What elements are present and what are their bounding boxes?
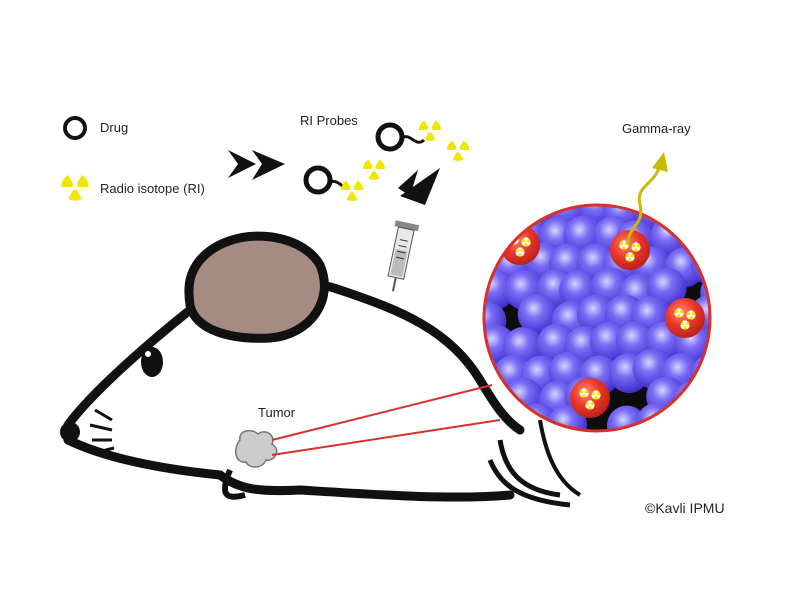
tumor-cell [665, 298, 705, 338]
tumor-icon [235, 429, 278, 468]
radiation-icon [515, 247, 525, 257]
radiation-icon [680, 320, 690, 330]
right-arrow-icon [228, 150, 285, 180]
tumor-cell [570, 378, 610, 418]
ear [184, 231, 329, 343]
legend-drug-label: Drug [100, 120, 129, 135]
cell [547, 405, 588, 431]
cell [490, 205, 531, 230]
zoom-line [271, 419, 501, 456]
radiation-icon [521, 237, 531, 247]
zoom-line [271, 384, 493, 441]
radiation-icon [686, 310, 696, 320]
cell [704, 214, 710, 255]
cell [484, 205, 505, 231]
down-arrow-icon [398, 168, 440, 205]
drug-ring-icon [63, 116, 87, 140]
gamma-label: Gamma-ray [622, 121, 691, 136]
cell [686, 407, 710, 431]
radiation-icon [631, 242, 641, 252]
credit: ©Kavli IPMU [645, 500, 725, 516]
gamma-ray-arrow-icon [652, 152, 668, 172]
cell [685, 205, 710, 230]
tumor-cell [500, 225, 540, 265]
mouse [60, 231, 582, 508]
tumor-label: Tumor [258, 405, 296, 420]
radiation-icon [61, 173, 89, 201]
probes-label: RI Probes [300, 113, 358, 128]
radiation-icon [674, 308, 684, 318]
cell [691, 354, 710, 395]
radiation-icon [625, 252, 635, 262]
cell [706, 379, 710, 420]
ri-probe-icon [375, 119, 469, 161]
ri-probe-icon [303, 158, 385, 201]
cell [517, 294, 558, 335]
radiation-icon [591, 390, 601, 400]
whiskers [89, 408, 115, 454]
legend-ri-label: Radio isotope (RI) [100, 181, 205, 196]
eye [141, 347, 163, 377]
cell [706, 325, 710, 366]
tumor-cell [610, 230, 650, 270]
cell [517, 403, 558, 431]
radiation-icon [585, 400, 595, 410]
gamma-ray-path [626, 164, 662, 246]
cell [672, 380, 710, 421]
radiation-icon [579, 388, 589, 398]
syringe-icon [387, 220, 420, 292]
